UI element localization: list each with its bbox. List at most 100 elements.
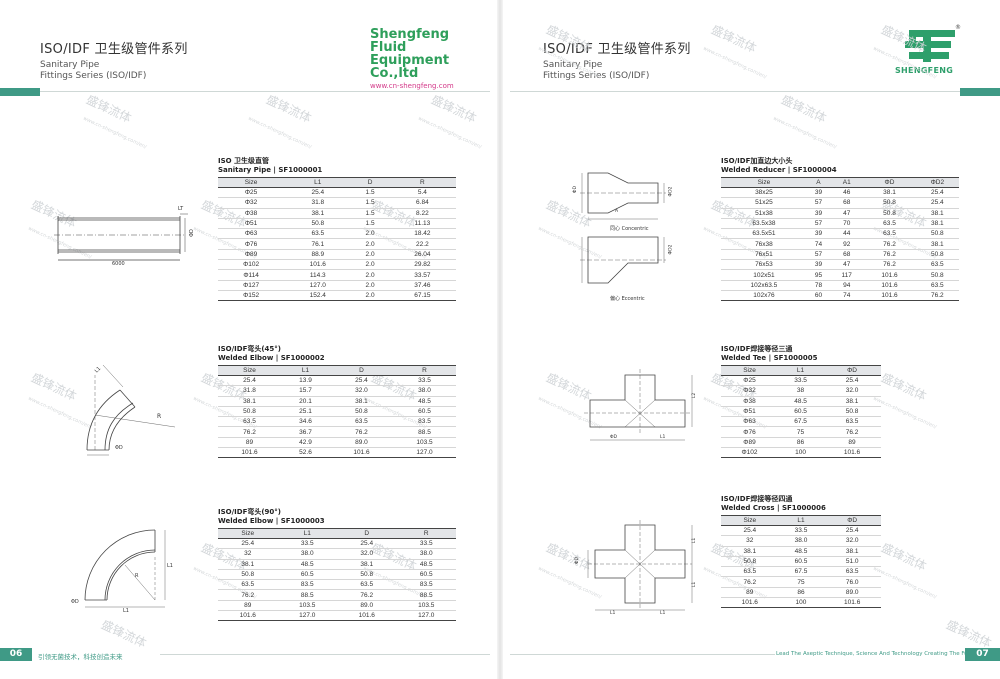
table-cell: 76x38 [721, 238, 807, 250]
column-header: Size [721, 515, 779, 526]
table-cell: 8.22 [388, 208, 456, 219]
table-cell: 22.2 [388, 238, 456, 250]
table-cell: 26.04 [388, 249, 456, 261]
table-cell: 102x76 [721, 290, 807, 302]
table-cell: 38.1 [337, 559, 397, 570]
page-gutter [497, 0, 503, 679]
table-cell: 89 [721, 587, 779, 599]
table-cell: 38.1 [915, 238, 959, 250]
table-cell: 38.1 [915, 218, 959, 230]
table-cell: 18.42 [388, 228, 456, 240]
table-cell: 50.8 [218, 406, 281, 418]
column-header: Size [218, 365, 281, 376]
table-cell: 102x51 [721, 269, 807, 281]
tee-table-title-en: Welded Tee | SF1000005 [721, 354, 818, 362]
column-header: R [396, 528, 456, 539]
pipe-drawing: LT ΦD 6000 [40, 200, 200, 275]
table-cell: 89.0 [329, 437, 393, 449]
table-cell: 78 [806, 280, 831, 291]
table-cell: Φ89 [721, 437, 779, 449]
table-cell: 13.9 [281, 375, 330, 387]
column-header: L1 [281, 365, 330, 376]
column-header: ΦD2 [915, 177, 959, 188]
table-cell: 38x25 [721, 187, 807, 199]
table-cell: 89 [218, 600, 278, 612]
column-header: L1 [284, 177, 352, 188]
left-page-number: 06 [0, 648, 32, 661]
table-cell: 50.8 [915, 269, 959, 281]
column-header: ΦD [863, 177, 916, 188]
right-header: ISO/IDF 卫生级管件系列 Sanitary Pipe Fittings S… [543, 38, 743, 82]
table-cell: 67.5 [778, 416, 824, 428]
elbow90-drawing: R L1 L1 ΦD [65, 515, 200, 625]
reducer-table-block: ISO/IDF加直边大小头 Welded Reducer | SF1000004… [721, 157, 959, 302]
right-footer-rule [510, 654, 775, 655]
table-cell: Φ89 [218, 249, 285, 261]
table-cell: 39 [806, 228, 831, 240]
table-cell: 101.6 [863, 280, 916, 291]
table-cell: 76.2 [337, 589, 397, 601]
table-cell: 2.0 [351, 228, 389, 240]
table-cell: Φ38 [721, 396, 779, 407]
table-cell: 127.0 [284, 280, 352, 291]
elbow90-l1-bottom-label: L1 [123, 608, 129, 614]
brand-name-3: Co.,ltd [370, 66, 419, 81]
table-cell: Φ127 [218, 280, 285, 291]
table-cell: 50.8 [337, 569, 397, 581]
column-header: Size [721, 177, 807, 188]
table-cell: 48.5 [778, 546, 824, 557]
table-cell: 101.6 [823, 447, 881, 459]
table-cell: 50.8 [329, 406, 393, 418]
table-cell: Φ51 [218, 218, 285, 230]
table-cell: 89 [218, 437, 281, 449]
table-cell: 76x51 [721, 249, 807, 261]
watermark-text: 盛锋流体 [264, 92, 314, 126]
table-cell: 32 [721, 535, 779, 547]
column-header: L1 [778, 365, 824, 376]
registered-mark: ® [955, 24, 961, 31]
table-cell: 2.0 [351, 269, 389, 281]
table-cell: 38.1 [721, 546, 779, 557]
table-cell: 38.0 [392, 385, 456, 397]
left-page-title: ISO/IDF 卫生级管件系列 [40, 42, 188, 57]
table-cell: 51.0 [823, 556, 881, 568]
table-cell: Φ152 [218, 290, 285, 302]
cross-table-block: ISO/IDF焊接等径四通 Welded Cross | SF1000006 S… [721, 495, 881, 609]
reducer-drawing: ΦD ΦD2 A 同心 Concentric 偏心 Eccentric ΦD2 [570, 165, 690, 305]
column-header: L1 [778, 515, 824, 526]
reducer-d2-label: ΦD2 [668, 186, 674, 197]
elbow90-table-title-en: Welded Elbow | SF1000003 [218, 517, 325, 525]
logo-mark-icon [905, 30, 955, 62]
table-cell: 36.7 [281, 426, 330, 438]
table-cell: 31.8 [284, 197, 352, 209]
table-cell: 50.8 [915, 249, 959, 261]
pipe-length-label: 6000 [112, 261, 125, 267]
watermark-text: 盛锋流体 [429, 92, 479, 126]
table-cell: 38.1 [863, 187, 916, 199]
reducer-concentric-label: 同心 Concentric [610, 226, 649, 232]
table-cell: 25.4 [915, 187, 959, 199]
table-cell: 25.4 [823, 375, 881, 387]
table-cell: 1.5 [351, 197, 389, 209]
table-cell: 32 [218, 548, 278, 560]
table-cell: 103.5 [277, 600, 337, 612]
elbow45-table-title-cn: ISO/IDF弯头(45°) [218, 345, 281, 353]
table-cell: 101.6 [863, 290, 916, 302]
table-cell: 32.0 [329, 385, 393, 397]
table-cell: 117 [830, 269, 864, 281]
